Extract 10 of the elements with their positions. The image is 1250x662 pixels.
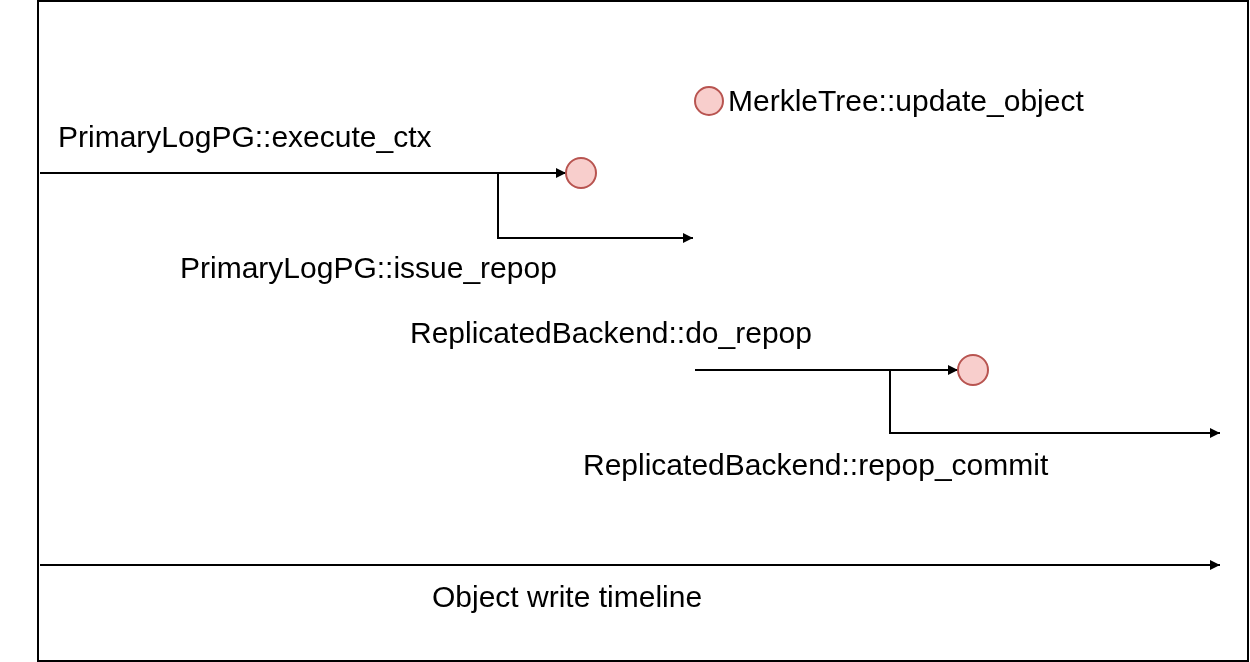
- legend-text: MerkleTree::update_object: [728, 84, 1084, 118]
- arrow: [694, 365, 959, 375]
- timeline-label: Object write timeline: [432, 580, 703, 614]
- event-circle: [565, 157, 597, 189]
- edge-label: PrimaryLogPG::execute_ctx: [58, 120, 432, 154]
- event-circle: [957, 354, 989, 386]
- function-label: PrimaryLogPG::issue_repop: [180, 251, 557, 285]
- edge-label: ReplicatedBackend::do_repop: [410, 316, 812, 350]
- arrow: [39, 168, 567, 178]
- function-label: ReplicatedBackend::repop_commit: [583, 448, 1049, 482]
